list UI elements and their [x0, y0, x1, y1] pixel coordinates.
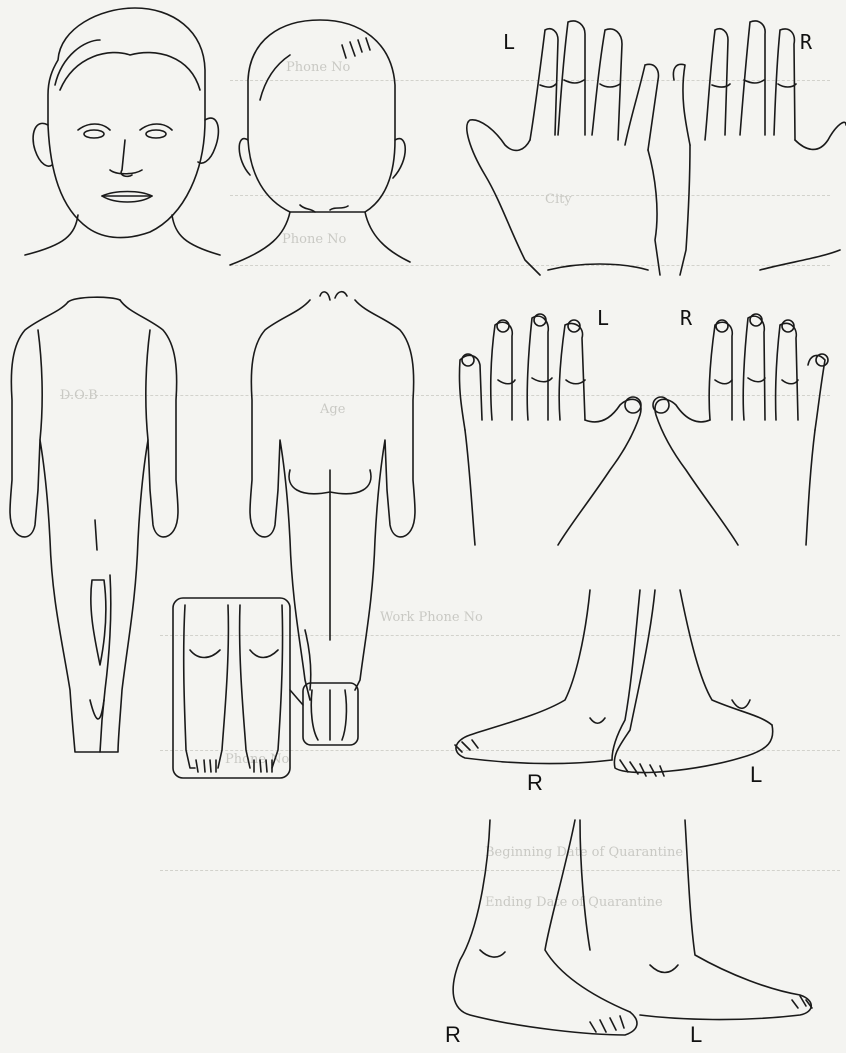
foot-inside-left-label: L [690, 1022, 702, 1048]
hand-back-right-label: R [680, 306, 692, 330]
foot-outside-left-label: L [750, 762, 762, 788]
palm-right-label: R [800, 30, 812, 54]
hand-back-left-label: L [597, 306, 609, 330]
palm-left-label: L [503, 30, 515, 54]
foot-outside-right-label: R [527, 770, 543, 796]
foot-inside-right-label: R [445, 1022, 461, 1048]
